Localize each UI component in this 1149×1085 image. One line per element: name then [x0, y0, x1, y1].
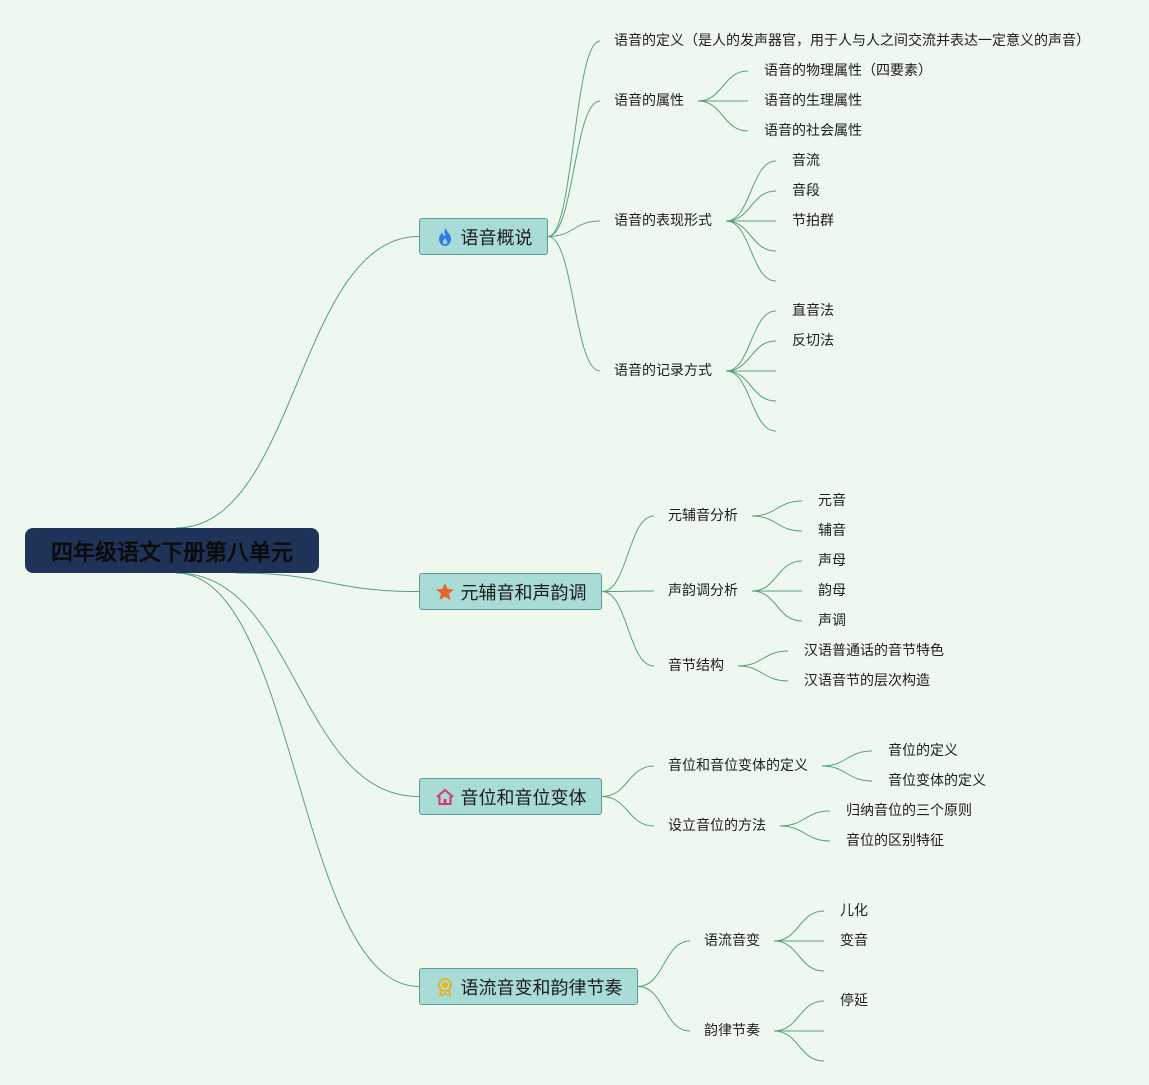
topic-node[interactable]: 韵律节奏 [704, 1023, 760, 1039]
branch-node-1[interactable]: 语音概说 [419, 218, 548, 255]
branch-node-2[interactable]: 元辅音和声韵调 [419, 573, 602, 610]
subtopic-node[interactable]: 元音 [818, 493, 846, 509]
subtopic-node[interactable]: 音位的定义 [888, 743, 958, 759]
topic-node[interactable]: 语音的记录方式 [614, 363, 712, 379]
subtopic-node[interactable]: 音段 [792, 183, 820, 199]
subtopic-node[interactable]: 汉语普通话的音节特色 [804, 643, 944, 659]
subtopic-node[interactable]: 音位的区别特征 [846, 833, 944, 849]
topic-node[interactable]: 语音的属性 [614, 93, 684, 109]
subtopic-node[interactable]: 汉语音节的层次构造 [804, 673, 930, 689]
subtopic-node[interactable]: 变音 [840, 933, 868, 949]
topic-node[interactable]: 设立音位的方法 [668, 818, 766, 834]
branch-node-3[interactable]: 音位和音位变体 [419, 778, 602, 815]
topic-node[interactable]: 声韵调分析 [668, 583, 738, 599]
home-icon [435, 787, 455, 807]
subtopic-node[interactable]: 节拍群 [792, 213, 834, 229]
subtopic-node[interactable]: 声母 [818, 553, 846, 569]
topic-node[interactable]: 语流音变 [704, 933, 760, 949]
topic-node[interactable]: 语音的表现形式 [614, 213, 712, 229]
branch-label: 音位和音位变体 [460, 787, 587, 809]
subtopic-node[interactable]: 声调 [818, 613, 846, 629]
subtopic-node[interactable]: 语音的社会属性 [764, 123, 862, 139]
star-icon [435, 582, 455, 602]
branch-label: 元辅音和声韵调 [460, 582, 587, 604]
subtopic-node[interactable]: 语音的物理属性（四要素） [764, 63, 932, 79]
subtopic-node[interactable]: 反切法 [792, 333, 834, 349]
subtopic-node[interactable]: 直音法 [792, 303, 834, 319]
topic-node[interactable]: 元辅音分析 [668, 508, 738, 524]
subtopic-node[interactable]: 音位变体的定义 [888, 773, 986, 789]
branch-label: 语音概说 [460, 227, 533, 249]
subtopic-node[interactable]: 归纳音位的三个原则 [846, 803, 972, 819]
topic-node[interactable]: 音位和音位变体的定义 [668, 758, 808, 774]
subtopic-node[interactable]: 语音的生理属性 [764, 93, 862, 109]
branch-label: 语流音变和韵律节奏 [460, 977, 623, 999]
subtopic-node[interactable]: 儿化 [840, 903, 868, 919]
award-icon [435, 977, 455, 998]
subtopic-node[interactable]: 韵母 [818, 583, 846, 599]
fire-icon [435, 227, 455, 247]
subtopic-node[interactable]: 停延 [840, 993, 868, 1009]
topic-node[interactable]: 语音的定义（是人的发声器官，用于人与人之间交流并表达一定意义的声音） [614, 33, 1090, 49]
branch-node-4[interactable]: 语流音变和韵律节奏 [419, 968, 638, 1005]
root-label: 四年级语文下册第八单元 [50, 540, 293, 566]
subtopic-node[interactable]: 辅音 [818, 523, 846, 539]
subtopic-node[interactable]: 音流 [792, 153, 820, 169]
root-node[interactable]: 四年级语文下册第八单元 [25, 528, 319, 573]
topic-node[interactable]: 音节结构 [668, 658, 724, 674]
